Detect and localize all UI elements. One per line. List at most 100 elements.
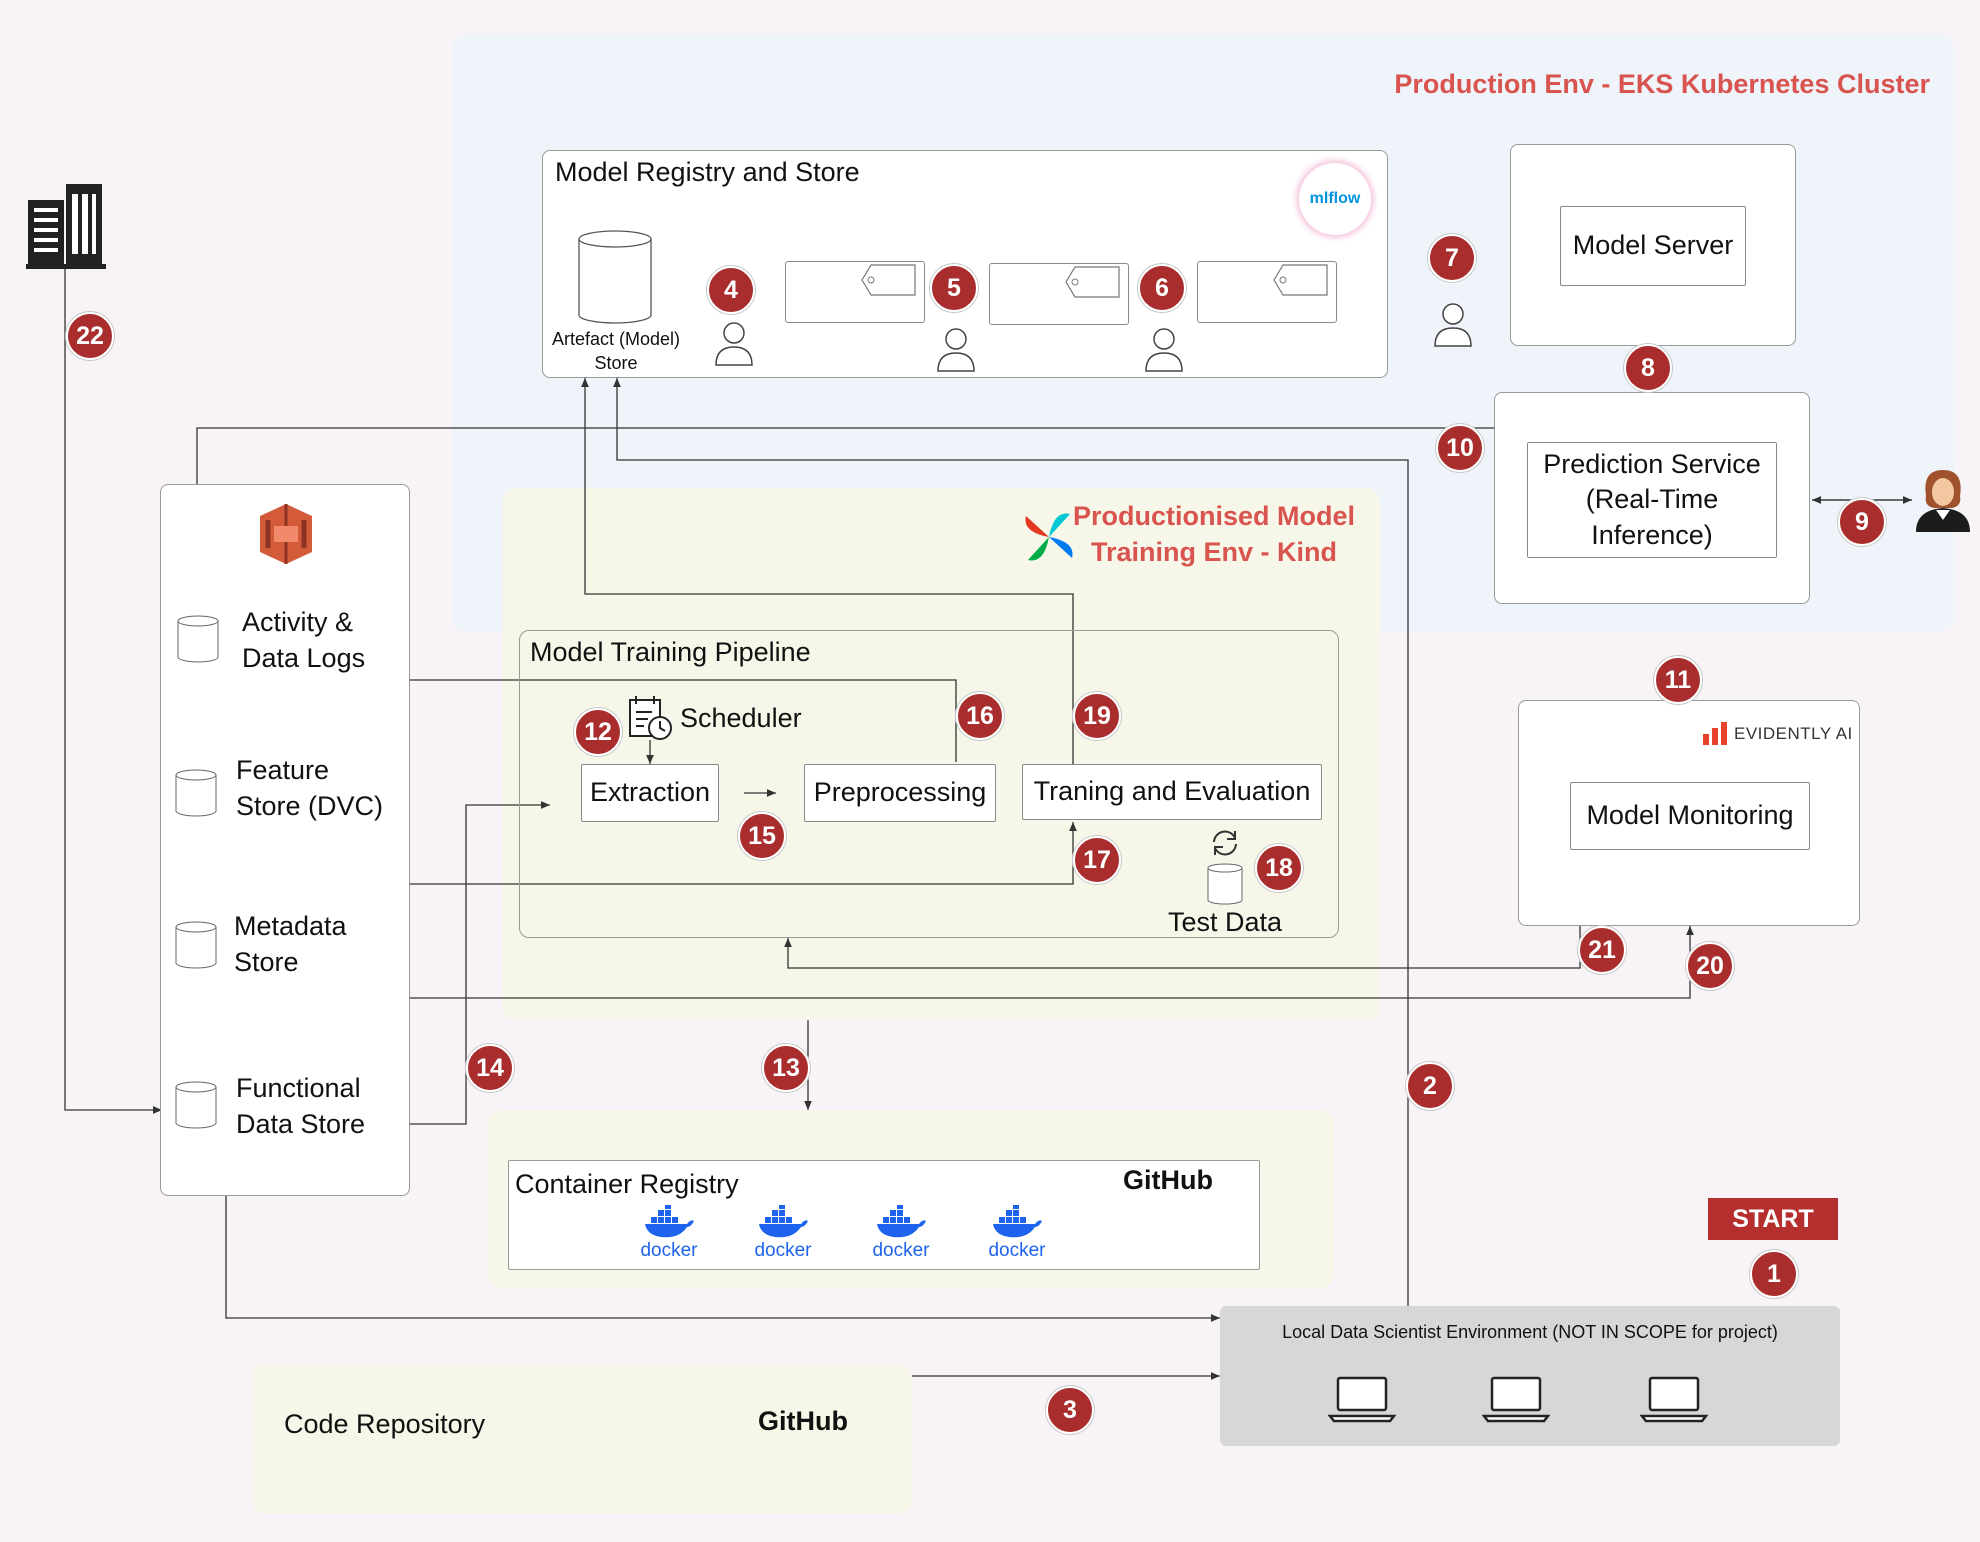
feature-store-label: Feature Store (DVC): [236, 752, 383, 825]
docker-logo-1: docker: [637, 1203, 701, 1262]
docker-label: docker: [872, 1240, 930, 1261]
model-registry-box: Model Registry and Store mlflow Artefact…: [542, 150, 1388, 378]
user-icon: [715, 322, 753, 366]
step-badge-16: 16: [956, 692, 1004, 740]
user-icon: [1145, 328, 1183, 372]
docker-logo-3: docker: [869, 1203, 933, 1262]
container-registry-github: GitHub: [1123, 1165, 1213, 1195]
test-data-cylinder-icon: [1207, 863, 1243, 905]
code-repository-github: GitHub: [758, 1406, 848, 1436]
training-pipeline-title: Model Training Pipeline: [530, 637, 811, 667]
activity-logs-line2: Data Logs: [242, 643, 366, 674]
production-env-title: Production Env - EKS Kubernetes Cluster: [1394, 69, 1930, 99]
data-store-panel: [160, 484, 410, 1196]
feature-store-line1: Feature: [236, 755, 330, 785]
tag-icon: [861, 264, 916, 296]
training-env-zone: [502, 488, 1380, 1020]
docker-whale-icon: [645, 1203, 694, 1238]
metadata-store-cylinder-icon: [175, 921, 217, 969]
step-badge-1: 1: [1750, 1250, 1798, 1298]
step-badge-13: 13: [762, 1044, 810, 1092]
model-monitoring-box[interactable]: Model Monitoring: [1570, 782, 1810, 850]
metadata-store-line1: Metadata: [234, 911, 347, 941]
end-user-icon: [1916, 470, 1970, 532]
step-badge-15: 15: [738, 812, 786, 860]
step-badge-9: 9: [1838, 498, 1886, 546]
test-data-label: Test Data: [1168, 907, 1283, 937]
building-icon: [26, 184, 106, 269]
training-evaluation-box[interactable]: Traning and Evaluation: [1022, 764, 1322, 820]
laptop-icon: [1482, 1376, 1550, 1423]
container-registry-title: Container Registry: [515, 1169, 739, 1199]
activity-logs-label: Activity & Data Logs: [242, 604, 365, 677]
step-badge-17: 17: [1073, 836, 1121, 884]
docker-label: docker: [754, 1240, 812, 1261]
functional-store-label: Functional Data Store: [236, 1070, 365, 1143]
training-env-title-line2: Training Env - Kind: [1090, 537, 1337, 568]
preprocessing-box[interactable]: Preprocessing: [804, 764, 996, 822]
laptop-icon: [1640, 1376, 1708, 1423]
model-registry-title: Model Registry and Store: [555, 157, 860, 187]
model-server-box[interactable]: Model Server: [1560, 206, 1746, 286]
docker-logo-2: docker: [751, 1203, 815, 1262]
step-badge-4: 4: [707, 266, 755, 314]
functional-store-line2: Data Store: [236, 1109, 366, 1140]
step-badge-22: 22: [66, 312, 114, 360]
evidently-logo-icon: [1703, 722, 1727, 745]
docker-label: docker: [988, 1240, 1046, 1261]
activity-logs-cylinder-icon: [177, 615, 219, 663]
step-badge-19: 19: [1073, 692, 1121, 740]
metadata-store-line2: Store: [234, 947, 299, 978]
functional-store-line1: Functional: [236, 1073, 361, 1103]
artefact-store-label: Artefact (Model) Store: [543, 327, 689, 376]
container-registry-box: Container Registry GitHub docker docker …: [508, 1160, 1260, 1270]
user-icon: [1434, 303, 1472, 347]
artefact-store-cylinder-icon: [578, 230, 652, 324]
docker-label: docker: [640, 1240, 698, 1261]
step-badge-7: 7: [1428, 234, 1476, 282]
prediction-service-line2: (Real-Time: [1585, 484, 1719, 515]
step-badge-14: 14: [466, 1044, 514, 1092]
extraction-box[interactable]: Extraction: [581, 764, 719, 822]
local-env-zone: [1220, 1306, 1840, 1446]
feature-store-line2: Store (DVC): [236, 791, 384, 822]
model-version-card-2: [989, 263, 1129, 325]
scheduler-label: Scheduler: [680, 703, 802, 733]
step-badge-12: 12: [574, 708, 622, 756]
prediction-service-line3: Inference): [1591, 519, 1713, 550]
model-version-card-1: [785, 261, 925, 323]
mlflow-logo: mlflow: [1299, 163, 1371, 235]
step-badge-5: 5: [930, 264, 978, 312]
evidently-brand: EVIDENTLY AI: [1734, 724, 1853, 743]
step-badge-3: 3: [1046, 1386, 1094, 1434]
activity-logs-line1: Activity &: [242, 607, 354, 637]
step-badge-20: 20: [1686, 942, 1734, 990]
step-badge-18: 18: [1255, 844, 1303, 892]
functional-store-cylinder-icon: [175, 1081, 217, 1129]
tag-icon: [1273, 264, 1328, 296]
code-repository-label: Code Repository: [284, 1409, 486, 1439]
feature-store-cylinder-icon: [175, 769, 217, 817]
user-icon: [937, 328, 975, 372]
training-env-title: Productionised Model Training Env - Kind: [1064, 498, 1364, 571]
docker-whale-icon: [993, 1203, 1042, 1238]
scheduler-icon: [629, 696, 672, 740]
airflow-icon: [1025, 513, 1073, 561]
artefact-store-label-line1: Artefact (Model): [551, 329, 681, 349]
step-badge-8: 8: [1624, 344, 1672, 392]
docker-whale-icon: [877, 1203, 926, 1238]
docker-logo-4: docker: [985, 1203, 1049, 1262]
model-version-card-3: [1197, 261, 1337, 323]
training-pipeline-box: Model Training Pipeline: [519, 630, 1339, 938]
step-badge-21: 21: [1578, 926, 1626, 974]
step-badge-10: 10: [1436, 424, 1484, 472]
step-badge-2: 2: [1406, 1062, 1454, 1110]
refresh-icon: [1213, 830, 1237, 856]
laptop-icon: [1328, 1376, 1396, 1423]
local-env-label: Local Data Scientist Environment (NOT IN…: [1282, 1322, 1778, 1342]
start-label: START: [1708, 1198, 1838, 1240]
prediction-service-box[interactable]: Prediction Service (Real-Time Inference): [1527, 442, 1777, 558]
aws-s3-icon: [260, 504, 312, 564]
tag-icon: [1065, 266, 1120, 298]
mlflow-logo-text: mlflow: [1309, 190, 1361, 207]
